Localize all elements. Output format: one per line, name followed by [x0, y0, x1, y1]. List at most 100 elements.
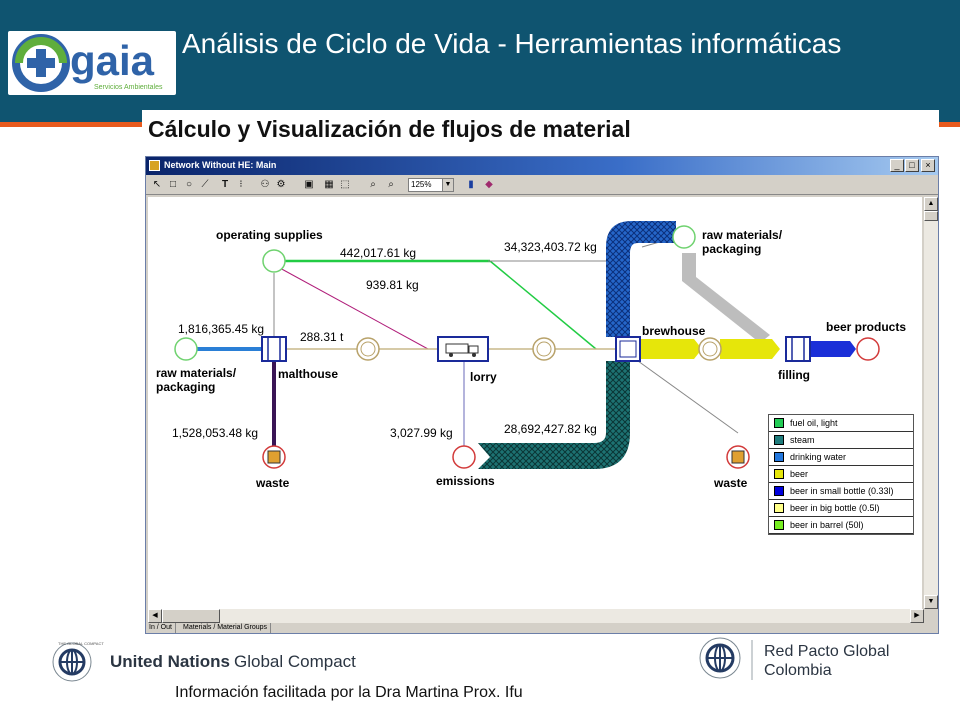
app-icon — [149, 160, 160, 171]
node-raw-materials-right[interactable] — [672, 225, 696, 249]
red-pacto-line2: Colombia — [764, 662, 832, 679]
scroll-up-icon[interactable]: ▲ — [924, 197, 938, 211]
node-place-3[interactable] — [698, 337, 722, 361]
legend-swatch — [774, 520, 784, 530]
slide-title: Análisis de Ciclo de Vida - Herramientas… — [182, 28, 842, 59]
node-emissions[interactable] — [452, 445, 476, 469]
grid-tool-icon[interactable]: ▦ — [324, 179, 334, 190]
label-operating-supplies: operating supplies — [216, 228, 323, 242]
minimize-button[interactable]: _ — [890, 159, 904, 172]
legend-swatch — [774, 452, 784, 462]
node-waste-right[interactable] — [726, 445, 750, 469]
label-waste-left: waste — [255, 476, 290, 490]
scroll-thumb-horizontal[interactable] — [162, 609, 220, 623]
node-malthouse[interactable] — [261, 336, 287, 362]
legend-item: beer — [769, 466, 913, 483]
legend-swatch — [774, 503, 784, 513]
ungc-suffix: Global Compact — [234, 652, 356, 671]
line-tool-icon[interactable]: ⟋ — [201, 179, 209, 190]
label-lorry: lorry — [470, 370, 497, 384]
legend-label: drinking water — [790, 452, 847, 462]
label-beer-products: beer products — [826, 320, 906, 334]
logo-subtext: Servicios Ambientales — [94, 84, 163, 91]
node-place-1[interactable] — [356, 337, 380, 361]
red-pacto-logo-mark: Red Pacto Global Colombia — [699, 637, 889, 680]
label-raw-materials-left-1: raw materials/ — [156, 366, 237, 380]
flow-label-28692427: 28,692,427.82 kg — [504, 422, 597, 436]
node-operating-supplies[interactable] — [262, 249, 286, 273]
flow-label-442017: 442,017.61 kg — [340, 246, 416, 260]
rectangle-tool-icon[interactable]: □ — [169, 179, 177, 190]
node-filling[interactable] — [785, 336, 811, 362]
chevron-down-icon[interactable]: ▼ — [442, 179, 453, 191]
legend-label: beer in barrel (50l) — [790, 520, 864, 530]
flow-label-939: 939.81 kg — [366, 278, 419, 292]
layout-tool-icon[interactable]: ▣ — [304, 179, 314, 190]
legend-item: beer in small bottle (0.33l) — [769, 483, 913, 500]
eraser-icon[interactable]: ◆ — [485, 179, 493, 190]
scroll-down-icon[interactable]: ▼ — [924, 595, 938, 609]
node-lorry[interactable] — [437, 336, 489, 362]
legend-item: beer in big bottle (0.5l) — [769, 500, 913, 517]
flow-band-raw-materials-right — [682, 253, 770, 343]
legend-swatch — [774, 469, 784, 479]
legend-swatch — [774, 418, 784, 428]
window-title: Network Without HE: Main — [164, 160, 277, 170]
pointer-tool-icon[interactable]: ↖ — [152, 179, 162, 190]
ungc-logo-mark: THE GLOBAL COMPACT United Nations Global… — [52, 641, 356, 682]
label-brewhouse: brewhouse — [642, 324, 706, 338]
label-waste-right: waste — [713, 476, 748, 490]
flow-label-288: 288.31 t — [300, 330, 344, 344]
flow-line-fuel-to-brewhouse — [489, 260, 597, 350]
ungc-name: United Nations — [110, 652, 230, 671]
node-brewhouse[interactable] — [615, 336, 641, 362]
scroll-right-icon[interactable]: ▶ — [910, 609, 924, 623]
horizontal-scrollbar[interactable]: ◀ ▶ — [148, 609, 924, 623]
select-area-icon[interactable]: ⬚ — [340, 179, 350, 190]
label-emissions: emissions — [436, 474, 495, 488]
label-filling: filling — [778, 368, 810, 382]
flow-label-3027: 3,027.99 kg — [390, 426, 453, 440]
scroll-thumb-vertical[interactable] — [924, 211, 938, 221]
legend-label: beer in small bottle (0.33l) — [790, 486, 894, 496]
calculator-icon[interactable]: ▮ — [468, 179, 474, 190]
zoom-out-icon[interactable]: ⌕ — [388, 179, 394, 190]
label-raw-materials-right-1: raw materials/ — [702, 228, 783, 242]
gaia-logo: gaia Servicios Ambientales — [8, 31, 176, 95]
status-tab-in-out[interactable]: In / Out — [146, 623, 176, 633]
zoom-select[interactable]: 125% ▼ — [408, 178, 454, 192]
legend-item: fuel oil, light — [769, 415, 913, 432]
credit-text: Información facilitada por la Dra Martin… — [175, 684, 523, 701]
window-titlebar[interactable]: Network Without HE: Main _ □ × — [146, 157, 938, 175]
status-tab-materials[interactable]: Materials / Material Groups — [180, 623, 272, 633]
legend-item: beer in barrel (50l) — [769, 517, 913, 534]
node-raw-materials-left[interactable] — [174, 337, 198, 361]
connector-tool-icon[interactable]: ⁝ — [239, 179, 243, 190]
flow-line-939 — [277, 266, 429, 350]
legend-label: beer in big bottle (0.5l) — [790, 503, 880, 513]
zoom-in-icon[interactable]: ⌕ — [370, 179, 376, 190]
maximize-button[interactable]: □ — [905, 159, 919, 172]
flow-label-1528053: 1,528,053.48 kg — [172, 426, 258, 440]
node-place-2[interactable] — [532, 337, 556, 361]
legend-swatch — [774, 435, 784, 445]
node-waste-left[interactable] — [262, 445, 286, 469]
text-tool-icon[interactable]: T — [221, 179, 229, 190]
node-beer-products[interactable] — [856, 337, 880, 361]
circle-tool-icon[interactable]: ○ — [185, 179, 193, 190]
transition-tool-icon[interactable]: ⚙ — [276, 179, 286, 190]
logo-text: gaia — [70, 37, 155, 84]
network-canvas[interactable]: operating supplies raw materials/ packag… — [148, 197, 922, 609]
legend-swatch — [774, 486, 784, 496]
vertical-scrollbar[interactable]: ▲ ▼ — [924, 197, 938, 609]
close-button[interactable]: × — [921, 159, 935, 172]
label-malthouse: malthouse — [278, 367, 338, 381]
material-flow-network: operating supplies raw materials/ packag… — [156, 221, 906, 490]
flow-band-34323403 — [606, 221, 676, 337]
ungc-ring-text: THE GLOBAL COMPACT — [58, 641, 104, 646]
legend-item: drinking water — [769, 449, 913, 466]
toolbar: ↖ □ ○ ⟋ T ⁝ ⚇ ⚙ ▣ ▦ ⬚ ⌕ ⌕ 125% ▼ ▮ ◆ — [146, 175, 938, 195]
legend-label: beer — [790, 469, 809, 479]
scroll-left-icon[interactable]: ◀ — [148, 609, 162, 623]
network-tool-icon[interactable]: ⚇ — [260, 179, 270, 190]
